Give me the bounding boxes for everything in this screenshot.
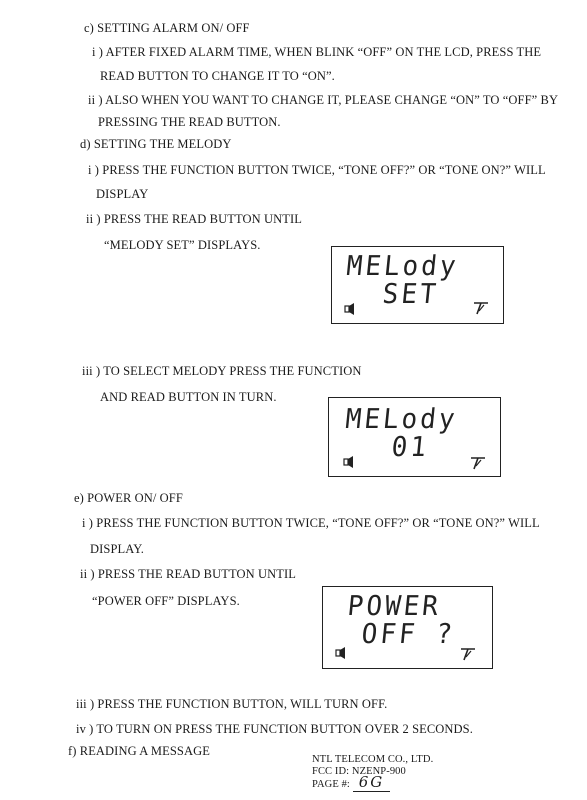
section-e-step-iv: iv ) TO TURN ON PRESS THE FUNCTION BUTTO… [76,722,473,736]
section-d-step-ii-cont: “MELODY SET” DISPLAYS. [104,238,261,252]
section-c-step-ii-cont: PRESSING THE READ BUTTON. [98,115,281,129]
section-d-step-iii: iii ) TO SELECT MELODY PRESS THE FUNCTIO… [82,364,362,378]
section-c-step-i: i ) AFTER FIXED ALARM TIME, WHEN BLINK “… [92,45,542,59]
lcd-row-1: POWER [346,590,443,623]
antenna-icon [471,457,485,470]
footer-block: NTL TELECOM CO., LTD. FCC ID: NZENP-900 … [312,754,434,792]
page-number: 6G [352,773,391,792]
section-d-title: d) SETTING THE MELODY [80,137,232,151]
speaker-icon [335,647,345,659]
section-e-step-i-cont: DISPLAY. [90,542,144,556]
section-e-step-i: i ) PRESS THE FUNCTION BUTTON TWICE, “TO… [82,516,540,530]
antenna-icon [474,302,488,315]
lcd-row-1: MELody [344,403,460,436]
lcd-row-2: OFF ? [360,618,457,651]
section-e-step-ii: ii ) PRESS THE READ BUTTON UNTIL [80,567,296,581]
section-d-step-i: i ) PRESS THE FUNCTION BUTTON TWICE, “TO… [88,163,546,177]
section-c-step-i-cont: READ BUTTON TO CHANGE IT TO “ON”. [100,69,335,83]
section-d-step-i-cont: DISPLAY [96,187,149,201]
lcd-row-2: 01 [390,431,431,464]
section-e-title: e) POWER ON/ OFF [74,491,183,505]
lcd-display-melody-set: MELody SET [331,246,504,324]
page-label: PAGE #: [312,779,350,790]
lcd-display-power-off: POWER OFF ? [322,586,493,669]
section-e-step-iii: iii ) PRESS THE FUNCTION BUTTON, WILL TU… [76,697,388,711]
section-d-step-ii: ii ) PRESS THE READ BUTTON UNTIL [86,212,302,226]
section-c-title: c) SETTING ALARM ON/ OFF [84,21,250,35]
antenna-icon [461,648,475,661]
lcd-row-1: MELody [345,250,461,283]
company-name: NTL TELECOM CO., LTD. [312,754,434,765]
speaker-icon [343,456,353,468]
section-d-step-iii-cont: AND READ BUTTON IN TURN. [100,390,277,404]
lcd-row-2: SET [381,278,441,311]
section-c-step-ii: ii ) ALSO WHEN YOU WANT TO CHANGE IT, PL… [88,93,559,107]
lcd-display-melody-01: MELody 01 [328,397,501,477]
speaker-icon [344,303,354,315]
section-e-step-ii-cont: “POWER OFF” DISPLAYS. [92,594,240,608]
section-f-title: f) READING A MESSAGE [68,744,210,758]
fcc-id: FCC ID: NZENP-900 [312,765,406,777]
page-number-row: PAGE #: 6G [312,773,433,792]
